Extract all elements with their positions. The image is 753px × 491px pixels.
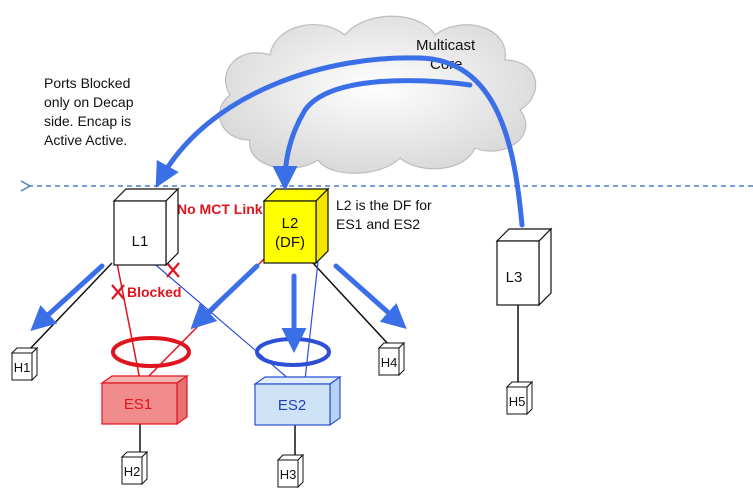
switch-l2: L2 (DF) <box>262 187 330 265</box>
host-h3: H3 <box>276 453 305 489</box>
multicast-flow-arrows <box>30 55 525 353</box>
ports-blocked-note: Ports Blocked only on Decap side. Encap … <box>44 75 137 148</box>
link-l2-es2 <box>304 261 319 381</box>
df-note-line-2: ES1 and ES2 <box>336 216 420 232</box>
blocked-marks <box>111 262 180 300</box>
blocked-label: Blocked <box>127 284 181 300</box>
df-note: L2 is the DF for ES1 and ES2 <box>336 197 436 232</box>
cloud-label-line1: Multicast <box>416 37 476 54</box>
switch-l2-label-line1: L2 <box>282 215 299 232</box>
host-h4: H4 <box>377 341 406 377</box>
switch-l2-label-line2: (DF) <box>275 234 305 251</box>
no-mct-link-label: No MCT Link <box>177 201 263 217</box>
ethernet-segment-es1: ES1 <box>100 374 189 426</box>
flow-l2-to-h4 <box>333 263 407 329</box>
es1-label: ES1 <box>124 396 152 413</box>
host-h5-label: H5 <box>509 394 526 409</box>
df-note-line-1: L2 is the DF for <box>336 197 432 213</box>
host-h2: H2 <box>120 450 149 486</box>
note-line-1: Ports Blocked <box>44 75 130 91</box>
link-l1-es1 <box>116 262 141 381</box>
switch-l3-label: L3 <box>506 269 523 286</box>
host-links <box>26 261 519 455</box>
host-h5: H5 <box>505 380 534 416</box>
flow-l1-to-h1 <box>30 263 105 332</box>
flow-l3-to-l1 <box>155 55 525 228</box>
es1-lag-ellipse <box>111 336 191 368</box>
link-l1-h1 <box>26 262 113 353</box>
switch-l3: L3 <box>495 227 553 307</box>
host-h2-label: H2 <box>124 464 141 479</box>
es2-label: ES2 <box>278 397 306 414</box>
host-h3-label: H3 <box>280 467 297 482</box>
flow-l2-to-es1 <box>190 263 260 330</box>
ethernet-segment-es2: ES2 <box>253 375 342 427</box>
link-l2-h4 <box>311 261 391 347</box>
note-line-4: Active Active. <box>44 132 127 148</box>
switch-l1-label: L1 <box>132 233 149 250</box>
host-h1-label: H1 <box>14 360 31 375</box>
switch-l1: L1 <box>112 187 180 267</box>
note-line-3: side. Encap is <box>44 113 131 129</box>
host-h4-label: H4 <box>381 355 398 370</box>
flow-core-to-l2 <box>272 78 473 191</box>
note-line-2: only on Decap <box>44 94 134 110</box>
host-h1: H1 <box>10 346 39 382</box>
